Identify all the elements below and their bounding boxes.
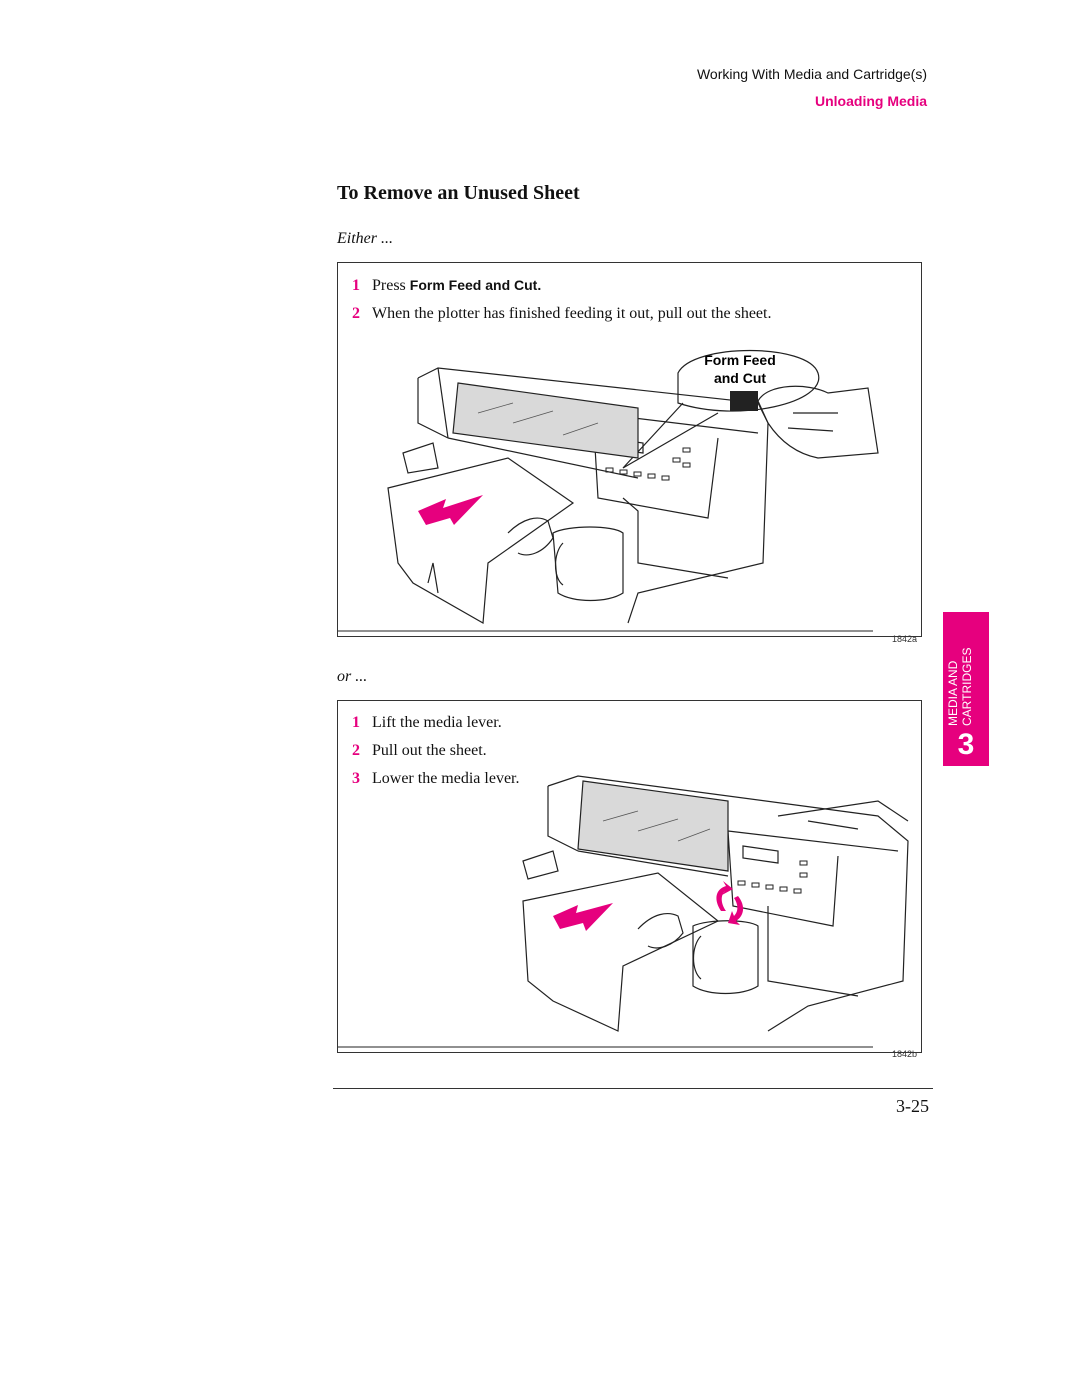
step-text: Press [372, 277, 410, 294]
pull-direction-arrow-icon [418, 495, 483, 525]
form-feed-key-icon [730, 391, 758, 411]
lever-up-arrow-icon [716, 881, 733, 911]
step-item: 1 Lift the media lever. [352, 714, 502, 732]
step-number: 2 [352, 305, 360, 322]
step-number: 2 [352, 742, 360, 759]
section-header: Unloading Media [815, 93, 927, 109]
step-item: 1 Press Form Feed and Cut. [352, 277, 541, 295]
chapter-tab-label: MEDIA AND CARTRIDGES [946, 648, 974, 726]
step-number: 3 [352, 770, 360, 787]
step-item: 3 Lower the media lever. [352, 770, 520, 788]
chapter-tab-line2: CARTRIDGES [960, 647, 974, 726]
page-number: 3-25 [896, 1096, 929, 1116]
callout-label-line1: Form Feed [704, 352, 776, 368]
or-label: or ... [337, 668, 368, 685]
step-text: Pull out the sheet. [372, 742, 487, 759]
callout-label-line2: and Cut [714, 370, 766, 386]
step-text: When the plotter has finished feeding it… [372, 305, 772, 322]
form-feed-key-label: Form Feed and Cut. [409, 277, 542, 293]
lever-down-arrow-icon [728, 896, 744, 925]
footer-rule [333, 1088, 933, 1089]
plotter-illustration-lever [338, 775, 909, 1048]
procedure-box-1: 1 Press Form Feed and Cut. 2 When the plot… [337, 262, 922, 644]
chapter-tab-number: 3 [957, 728, 975, 761]
either-label: Either ... [337, 230, 393, 247]
step-number: 1 [352, 277, 360, 294]
chapter-tab-line1: MEDIA AND [946, 660, 960, 726]
pull-direction-arrow-icon [553, 903, 613, 931]
running-header: Working With Media and Cartridge(s) [696, 66, 927, 82]
chapter-tab: MEDIA AND CARTRIDGES 3 [943, 612, 989, 766]
procedure-box-2: 1 Lift the media lever. 2 Pull out the she… [337, 700, 922, 1059]
step-text: Lift the media lever. [372, 714, 502, 731]
figure-id: 1842a [892, 634, 918, 644]
plotter-illustration-feed: Form Feed and Cut [338, 349, 879, 632]
step-item: 2 When the plotter has finished feeding i… [352, 305, 771, 323]
figure-id: 1842b [892, 1049, 918, 1059]
step-item: 2 Pull out the sheet. [352, 742, 487, 760]
step-number: 1 [352, 714, 360, 731]
page-title: To Remove an Unused Sheet [337, 182, 580, 204]
step-text: Lower the media lever. [372, 770, 520, 787]
